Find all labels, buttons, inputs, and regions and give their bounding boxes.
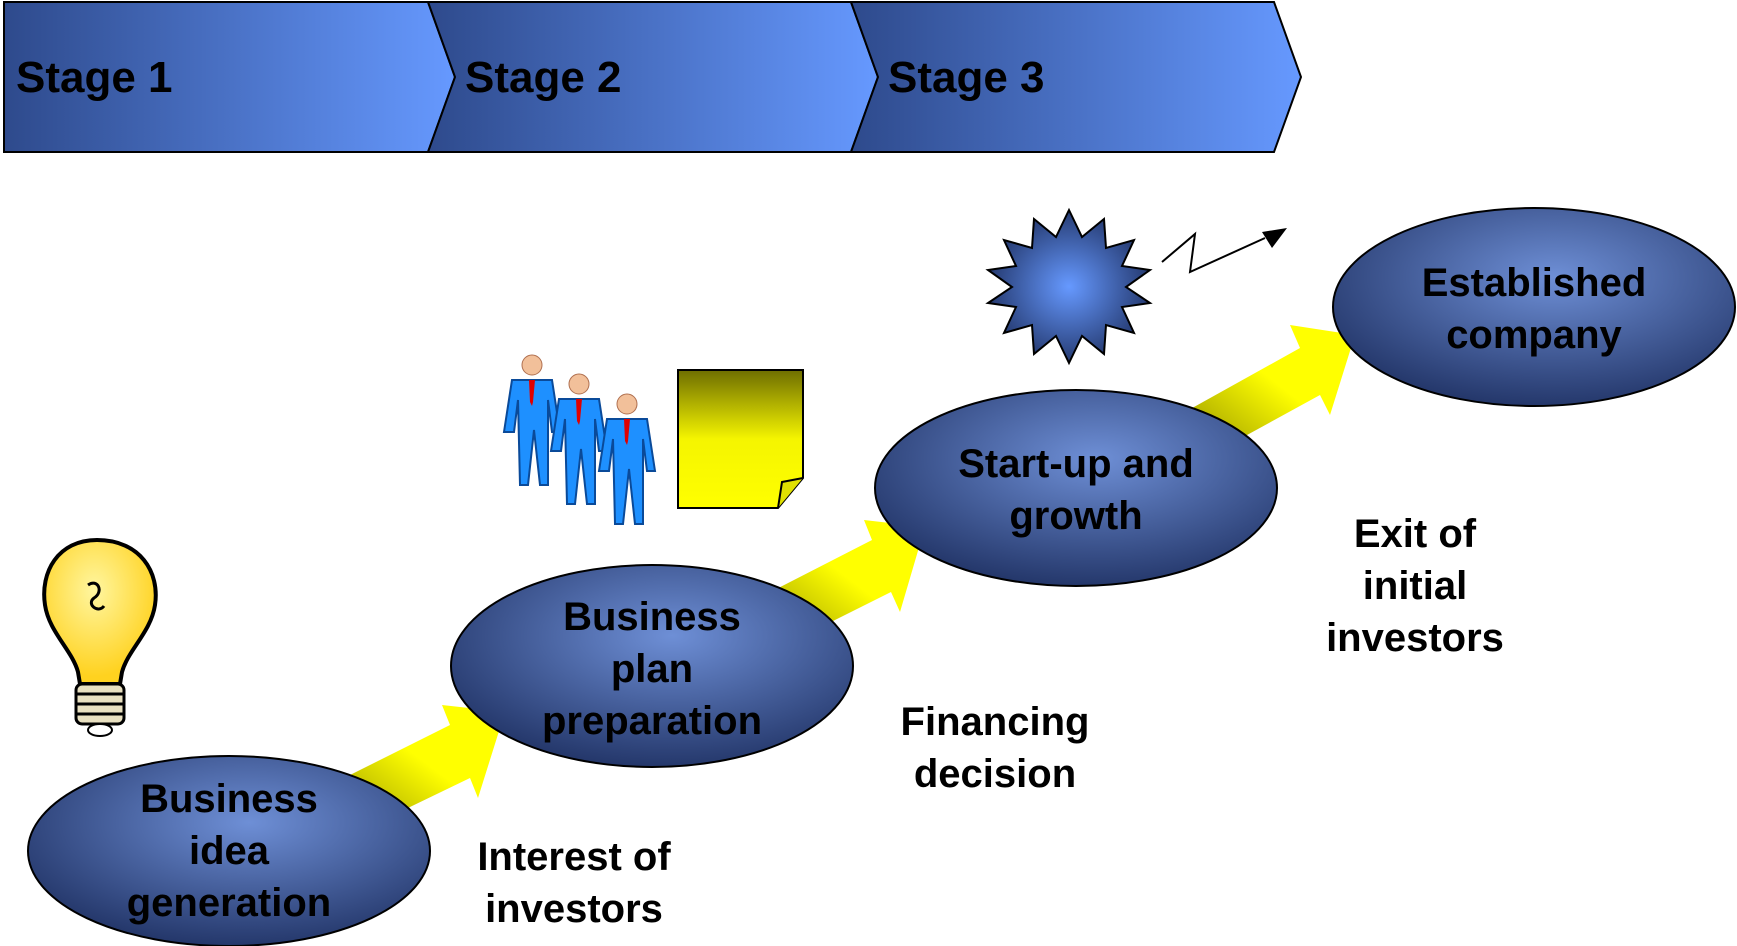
step-ellipse-plan	[450, 564, 854, 768]
milestone-label-line: Interest of	[477, 835, 671, 879]
step-label-line: Start-up and	[958, 442, 1194, 486]
business-people-icon	[502, 354, 657, 525]
step-label-line: Established	[1421, 261, 1647, 305]
lightning-arrow-icon	[1161, 228, 1287, 274]
step-ellipse-established	[1332, 207, 1736, 407]
step-ellipse-startup	[874, 389, 1278, 587]
step-label-line: idea	[188, 829, 270, 873]
step-label-idea: Business idea generation	[79, 773, 379, 929]
stage-3-label: Stage 3	[888, 53, 1045, 102]
step-label-line: growth	[1009, 494, 1143, 538]
stage-1-label: Stage 1	[16, 53, 173, 102]
step-label-line: company	[1446, 313, 1622, 357]
milestone-label-line: decision	[913, 752, 1077, 796]
milestone-label-line: Exit of	[1353, 512, 1477, 556]
starburst-icon	[985, 207, 1153, 366]
step-label-line: generation	[126, 881, 332, 925]
milestone-label-line: investors	[485, 887, 663, 931]
milestone-label-financing: Financing decision	[870, 696, 1120, 800]
step-label-established: Established company	[1384, 257, 1684, 361]
step-label-line: preparation	[541, 699, 763, 743]
milestone-label-exit: Exit of initial investors	[1295, 508, 1535, 664]
document-icon	[677, 369, 804, 509]
step-label-line: plan	[610, 647, 694, 691]
step-label-startup: Start-up and growth	[926, 438, 1226, 542]
milestone-label-line: initial	[1362, 564, 1468, 608]
milestone-label-interest: Interest of investors	[444, 831, 704, 935]
step-label-line: Business	[563, 595, 741, 639]
stage-2-label: Stage 2	[465, 53, 622, 102]
milestone-label-line: Financing	[900, 700, 1090, 744]
step-label-line: Business	[140, 777, 318, 821]
lightbulb-icon	[42, 537, 158, 737]
milestone-label-line: investors	[1326, 616, 1504, 660]
stage-3-chevron	[849, 1, 1303, 153]
step-ellipse-idea	[27, 755, 431, 946]
step-label-plan: Business plan preparation	[502, 591, 802, 747]
